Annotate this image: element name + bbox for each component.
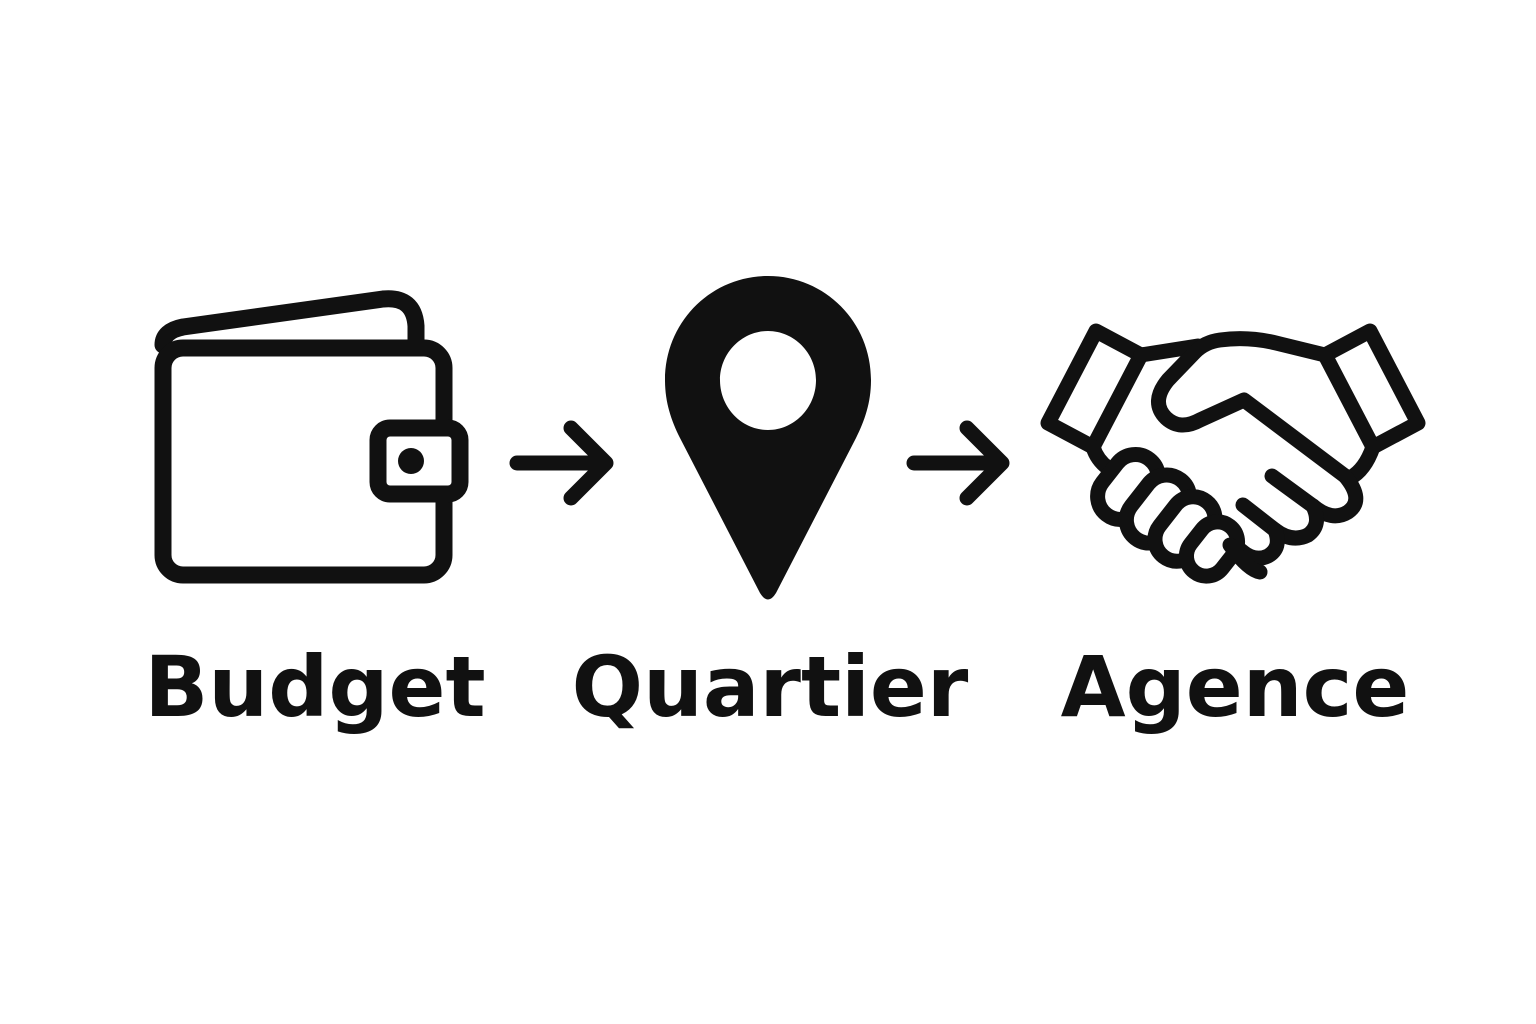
- arrow-right-icon: [906, 420, 1010, 506]
- map-pin-icon: [665, 276, 871, 600]
- arrow-right-icon: [509, 420, 614, 506]
- handshake-icon: [1040, 323, 1426, 584]
- step-label-agence: Agence: [1060, 638, 1410, 736]
- wallet-icon: [154, 290, 469, 584]
- step-label-quartier: Quartier: [571, 638, 969, 736]
- step-label-budget: Budget: [144, 638, 486, 736]
